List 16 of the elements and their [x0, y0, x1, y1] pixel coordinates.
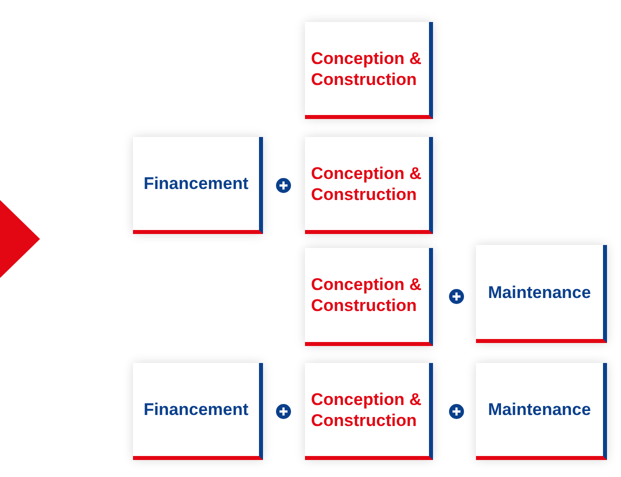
card-label: Conception & Construction [310, 274, 422, 316]
card-label: Maintenance [487, 282, 592, 302]
text-card [476, 245, 607, 343]
text-card [476, 363, 607, 460]
text-card [133, 137, 263, 234]
text-card [305, 137, 433, 234]
card-label: Conception & Construction [310, 48, 422, 90]
text-card [133, 363, 263, 460]
card-label: Maintenance [487, 399, 592, 420]
card-label: Conception & Construction [310, 388, 422, 430]
text-card [305, 248, 433, 346]
card-label: Financement [142, 173, 250, 194]
card-label: Conception & Construction [310, 162, 422, 204]
text-card [305, 363, 433, 460]
text-card [305, 22, 433, 119]
card-label: Financement [142, 399, 250, 420]
